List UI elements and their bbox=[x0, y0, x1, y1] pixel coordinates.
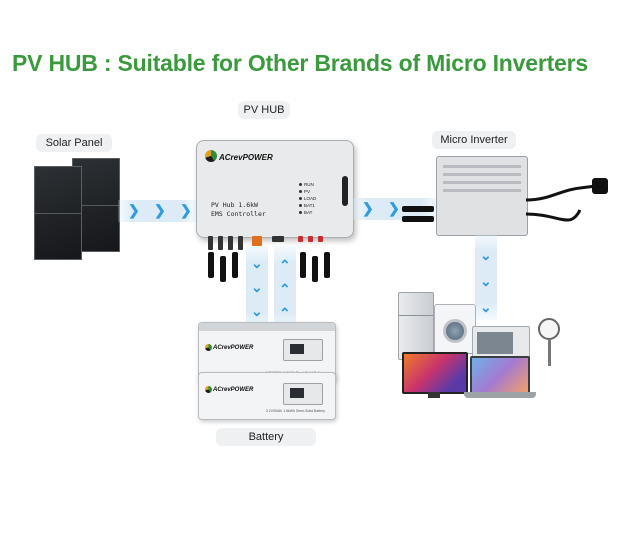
hub-brand: ACrevPOWER bbox=[219, 153, 273, 162]
battery-display bbox=[283, 383, 323, 405]
mc4-cable bbox=[300, 252, 306, 278]
washing-machine-icon bbox=[434, 304, 476, 354]
laptop-icon bbox=[470, 356, 530, 394]
led-bat: BAT bbox=[299, 209, 316, 216]
hub-connector-red bbox=[318, 236, 323, 242]
solar-panel-front bbox=[34, 166, 82, 260]
hub-connector-orange bbox=[252, 236, 262, 246]
mc4-cable bbox=[220, 256, 226, 282]
hub-model: PV Hub 1.6kW EMS Controller bbox=[211, 201, 266, 219]
flow-arrow-hub-to-inverter bbox=[352, 198, 438, 220]
hub-connector-red bbox=[298, 236, 303, 242]
chevron-right-icon: ❯ bbox=[154, 202, 166, 218]
brand-logo-icon bbox=[205, 344, 212, 351]
monitor-icon bbox=[402, 352, 468, 394]
battery-module-bottom: ACrevPOWER 3.2V/50Ah 1.6kWh Semi-Solid B… bbox=[198, 372, 336, 420]
micro-inverter-device bbox=[436, 156, 528, 236]
brand-logo-icon bbox=[205, 150, 217, 162]
led-load: LOAD bbox=[299, 195, 316, 202]
fan-icon bbox=[538, 318, 560, 340]
hub-connector-red bbox=[308, 236, 313, 242]
fan-stand bbox=[548, 340, 551, 366]
battery-label: Battery bbox=[216, 428, 316, 446]
chevron-down-icon: ⌄ bbox=[251, 279, 263, 295]
chevron-down-icon: ⌄ bbox=[480, 247, 492, 263]
mc4-cable bbox=[312, 256, 318, 282]
hub-connector bbox=[272, 236, 284, 242]
flow-arrow-battery-to-hub bbox=[274, 246, 296, 330]
battery-brand: ACrevPOWER bbox=[213, 387, 254, 393]
mc4-cable bbox=[208, 252, 214, 278]
hub-model-line1: PV Hub 1.6kW bbox=[211, 201, 258, 209]
mc4-cable bbox=[324, 252, 330, 278]
flow-arrow-inverter-to-appliances bbox=[475, 234, 497, 320]
led-pv: PV bbox=[299, 188, 316, 195]
page-title: PV HUB : Suitable for Other Brands of Mi… bbox=[11, 50, 588, 76]
led-run: RUN bbox=[299, 181, 316, 188]
pv-hub-device: ACrevPOWER PV Hub 1.6kW EMS Controller R… bbox=[196, 140, 354, 238]
hub-connector bbox=[208, 236, 213, 250]
chevron-right-icon: ❯ bbox=[128, 202, 140, 218]
brand-logo-icon bbox=[205, 386, 212, 393]
hub-connector bbox=[238, 236, 243, 250]
monitor-stand bbox=[428, 392, 440, 398]
flow-arrow-hub-to-battery bbox=[246, 246, 268, 330]
battery-spec: 3.2V/50Ah 1.6kWh Semi-Solid Battery bbox=[265, 409, 325, 413]
chevron-right-icon: ❯ bbox=[180, 202, 192, 218]
led-bat1: BAT1 bbox=[299, 202, 316, 209]
inverter-cables bbox=[402, 178, 608, 222]
mc4-cable bbox=[232, 252, 238, 278]
battery-display bbox=[283, 339, 323, 361]
hub-led-panel: RUN PV LOAD BAT1 BAT bbox=[299, 181, 316, 216]
solar-panel-label: Solar Panel bbox=[36, 134, 112, 152]
chevron-up-icon: ⌃ bbox=[279, 281, 291, 297]
battery-brand: ACrevPOWER bbox=[213, 345, 254, 351]
chevron-down-icon: ⌄ bbox=[480, 299, 492, 315]
hub-connector bbox=[228, 236, 233, 250]
hub-model-line2: EMS Controller bbox=[211, 210, 266, 218]
pv-hub-label: PV HUB bbox=[238, 101, 290, 119]
chevron-right-icon: ❯ bbox=[388, 200, 400, 216]
chevron-up-icon: ⌃ bbox=[279, 257, 291, 273]
fridge-icon bbox=[398, 292, 434, 360]
chevron-right-icon: ❯ bbox=[362, 200, 374, 216]
chevron-down-icon: ⌄ bbox=[251, 303, 263, 319]
hub-antenna bbox=[342, 176, 348, 206]
laptop-base bbox=[464, 392, 536, 398]
hub-connector bbox=[218, 236, 223, 250]
flow-arrow-panel-to-hub bbox=[118, 200, 196, 222]
chevron-down-icon: ⌄ bbox=[480, 273, 492, 289]
chevron-down-icon: ⌄ bbox=[251, 255, 263, 271]
chevron-up-icon: ⌃ bbox=[279, 305, 291, 321]
microwave-icon bbox=[472, 326, 530, 360]
micro-inverter-label: Micro Inverter bbox=[432, 131, 516, 149]
